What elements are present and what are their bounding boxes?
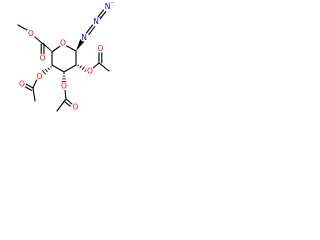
bond-acyl-c-carbonyl-o [25,83,34,89]
azide-n1-label: N [81,33,87,42]
bond-n1-n2 [85,24,94,34]
bond-c6-methoxy-o [34,36,44,45]
hash-c2-o [79,65,82,69]
bond-acyl-c-ch3 [98,62,110,72]
wedge-c1-n [76,38,85,51]
bond-c2-c3 [63,64,77,73]
azide-n2-label: N [93,17,99,26]
bond-n2-n3 [97,9,105,18]
hash-c5-c6 [42,42,47,48]
bond-o-acyl-c [32,78,38,89]
bond-acyl-c-ch3 [56,98,67,112]
bond-o-acyl-c [91,62,100,70]
acetoxy-c3-oxygen-label: O [61,82,67,91]
bond-acyl-c-carbonyl-o [63,100,71,107]
azide-n3-charge: − [110,1,114,7]
hash-c4-o [50,65,52,68]
hash-c4-o [47,67,50,71]
atom-labels: O O O N N + N − O O O O O O [17,1,115,112]
bond-n1-n2 [88,26,96,36]
ring-oxygen-label: O [60,39,66,48]
azide-group [76,9,107,51]
acetoxy-c4-carbonyl-oxygen-label: O [19,80,25,89]
hash-c2-o [81,66,85,71]
acetoxy-c2-oxygen-label: O [87,67,93,76]
bond-acyl-c-carbonyl-o [65,98,73,105]
bond-n2-n3 [99,11,107,20]
acetoxy-c3-carbonyl-oxygen-label: O [73,103,79,112]
methyl-ester-group [17,24,52,56]
hash-c4-o [44,68,48,73]
ester-carbonyl-oxygen-label: O [40,54,46,63]
ester-methoxy-oxygen-label: O [28,29,34,38]
bond-acyl-c-carbonyl-o [24,85,33,91]
acetoxy-c4-oxygen-label: O [37,72,43,81]
hash-c5-c6 [50,49,52,52]
bond-c3-c4 [51,64,65,73]
bond-acyl-c-ch3 [32,87,36,102]
hash-c4-o [41,69,46,75]
pyranose-ring [51,43,77,73]
acetoxy-group-c3 [56,73,73,112]
acetoxy-group-c4 [24,65,52,102]
azide-n3-label: N [105,2,111,11]
azide-n2-charge: + [98,16,102,22]
hash-c2-o [77,64,79,67]
bond-methoxy-o-ch3 [17,24,28,31]
bond-o-acyl-c [64,89,67,100]
acetoxy-c2-carbonyl-oxygen-label: O [98,44,104,53]
chemical-structure-diagram: O O O N N + N − O O O O O O [17,1,115,112]
